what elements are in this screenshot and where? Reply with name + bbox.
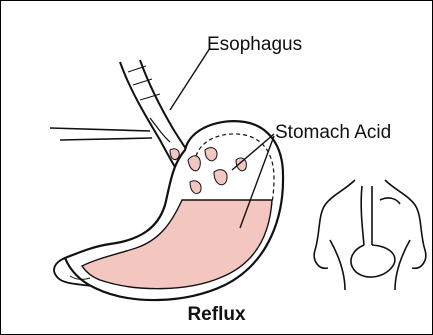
- esophagus-pointer: [170, 48, 210, 110]
- stomach-acid-label: Stomach Acid: [275, 122, 391, 144]
- esophagus-label: Esophagus: [207, 34, 302, 56]
- diaphragm-line: [60, 138, 152, 140]
- figure-caption: Reflux: [0, 304, 433, 326]
- torso-figure: [314, 180, 426, 290]
- diaphragm-line: [50, 128, 150, 131]
